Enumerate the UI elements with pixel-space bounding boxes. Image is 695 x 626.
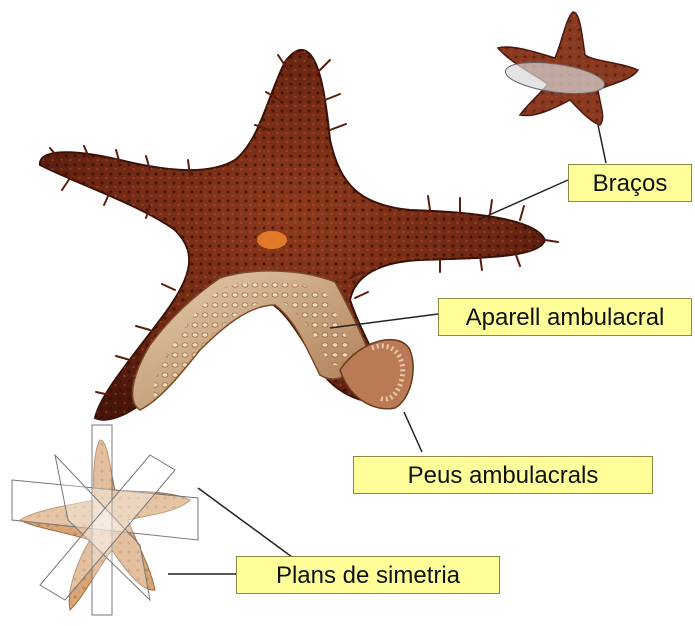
starfish-small-illustration <box>498 12 638 125</box>
label-peus-ambulacrals: Peus ambulacrals <box>353 456 653 494</box>
starfish-symmetry-illustration <box>12 425 198 615</box>
madreporite <box>257 231 287 249</box>
starfish-main-illustration <box>40 50 558 420</box>
leader-bracos-small <box>598 125 606 163</box>
leader-peus <box>404 412 422 452</box>
label-plans-de-simetria: Plans de simetria <box>236 556 500 594</box>
leader-plans-1 <box>198 488 292 557</box>
label-aparell-ambulacral: Aparell ambulacral <box>438 298 692 336</box>
label-bracos: Braços <box>568 164 692 202</box>
